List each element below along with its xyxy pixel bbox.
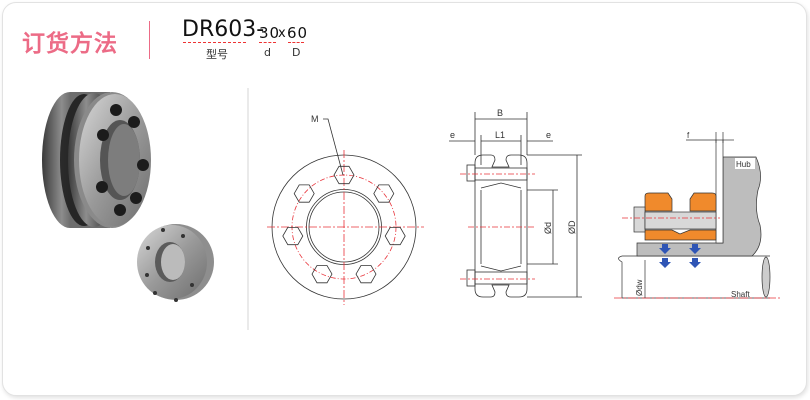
- hub-label: Hub: [736, 160, 751, 169]
- side-view: [449, 112, 582, 298]
- gap-f-label: f: [687, 131, 690, 140]
- down-arrow-icon: [689, 244, 701, 254]
- header-divider: [149, 21, 150, 59]
- edge-e-right-label: e: [546, 130, 551, 140]
- thread-label: M: [311, 114, 319, 124]
- model-code: DR603-: [182, 17, 265, 42]
- d-label: d: [264, 46, 271, 59]
- clamping-force-arrows: [659, 244, 701, 268]
- inner-diameter-label: Ød: [543, 222, 553, 234]
- D-underline: [288, 42, 304, 43]
- bolt-head-icon: [355, 265, 377, 284]
- bolt-head-icon: [384, 226, 406, 246]
- D-label: D: [292, 46, 301, 59]
- bolt-head-icon: [373, 184, 395, 203]
- model-label: 型号: [206, 48, 228, 61]
- length-L1-label: L1: [495, 130, 505, 140]
- shaft-diameter-label: Ødw: [635, 279, 644, 296]
- down-arrow-icon: [689, 258, 701, 268]
- outer-diameter-value: 60: [287, 24, 309, 42]
- outer-diameter-label: ØD: [567, 220, 577, 234]
- dimension-separator: x: [278, 26, 287, 41]
- width-B-label: B: [497, 108, 503, 118]
- d-underline: [259, 42, 276, 43]
- bolt-head-icon: [311, 265, 333, 284]
- shaft-label: Shaft: [731, 290, 750, 299]
- down-arrow-icon: [659, 258, 671, 268]
- front-view: [267, 118, 424, 305]
- product-photo: [42, 92, 214, 302]
- bore-diameter-value: 30: [259, 24, 281, 42]
- down-arrow-icon: [659, 244, 671, 254]
- bolt-head-icon: [333, 165, 355, 185]
- edge-e-left-label: e: [450, 130, 455, 140]
- bolt-head-icon: [293, 184, 315, 203]
- order-method-title: 订货方法: [22, 31, 118, 57]
- bolt-head-icon: [282, 226, 304, 246]
- model-underline: [183, 42, 246, 43]
- section-view: [614, 132, 780, 299]
